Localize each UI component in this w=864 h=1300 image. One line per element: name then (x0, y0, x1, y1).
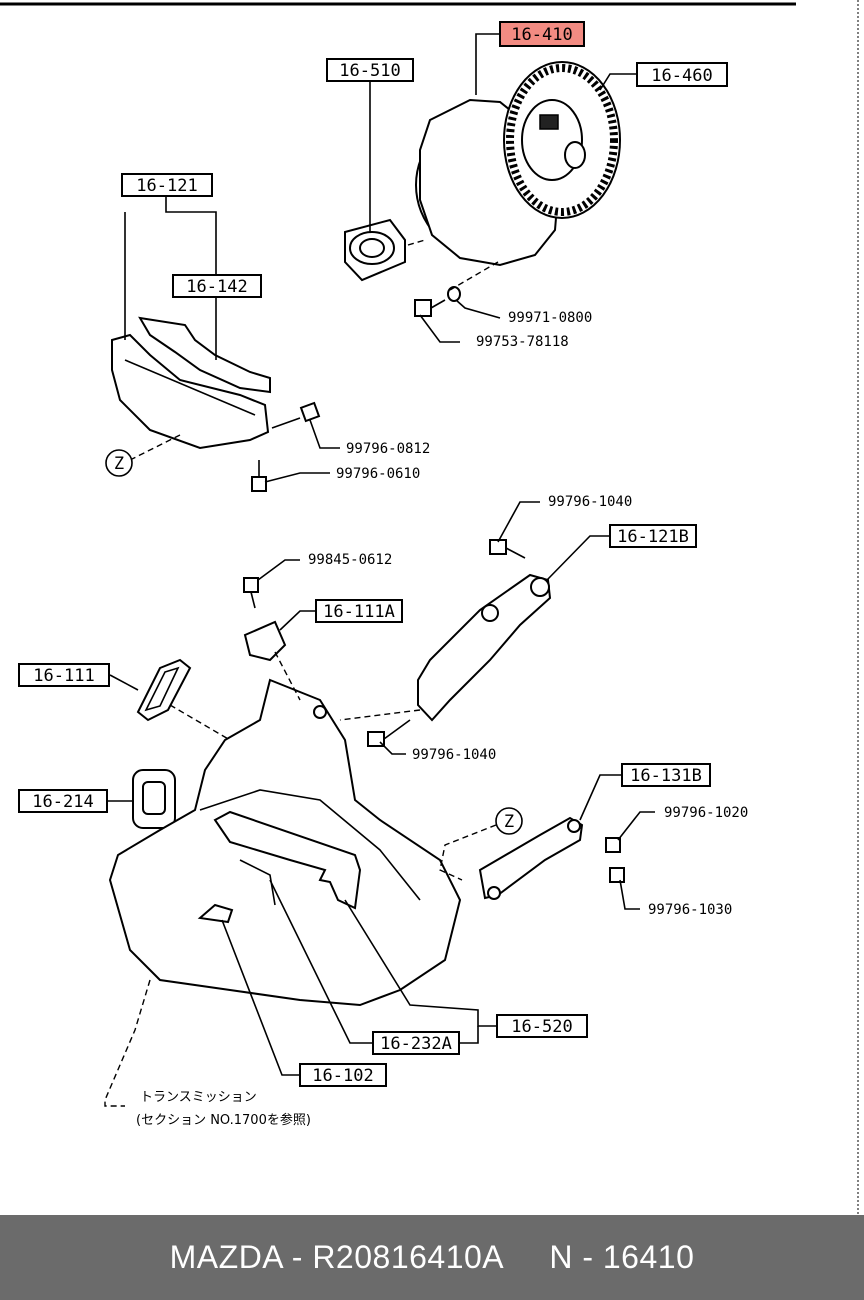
label-16-131b-text: 16-131B (630, 766, 702, 786)
label-16-460-text: 16-460 (651, 66, 712, 86)
pn-99796-1030[interactable]: 99796-1030 (648, 902, 732, 918)
dust-cover-drawing (111, 316, 271, 450)
label-16-232a-text: 16-232A (380, 1034, 452, 1054)
label-16-102[interactable]: 16-102 (299, 1063, 387, 1087)
label-16-520[interactable]: 16-520 (496, 1014, 588, 1038)
label-16-102-text: 16-102 (312, 1066, 373, 1086)
clutch-disc-drawing (503, 61, 621, 219)
label-16-111[interactable]: 16-111 (18, 663, 110, 687)
note-line-1: トランスミッション (140, 1090, 257, 1105)
label-16-510-text: 16-510 (339, 61, 400, 81)
label-16-121b[interactable]: 16-121B (609, 524, 697, 548)
pn-99796-1040-top[interactable]: 99796-1040 (548, 494, 632, 510)
label-16-121[interactable]: 16-121 (121, 173, 213, 197)
label-16-121-text: 16-121 (136, 176, 197, 196)
bracket-121b-drawing (417, 539, 552, 722)
boot-drawing (132, 769, 176, 829)
z-marker-right: Z (495, 807, 523, 835)
pn-99845-0612[interactable]: 99845-0612 (308, 552, 392, 568)
bolt-0812-drawing (271, 401, 321, 429)
label-16-214[interactable]: 16-214 (18, 789, 108, 813)
release-fork-drawing (213, 810, 362, 910)
pn-99753-78118[interactable]: 99753-78118 (476, 334, 569, 350)
release-bearing-drawing (344, 218, 406, 282)
label-16-142-text: 16-142 (186, 277, 247, 297)
label-16-121b-text: 16-121B (617, 527, 689, 547)
label-16-460[interactable]: 16-460 (636, 62, 728, 87)
label-16-214-text: 16-214 (32, 792, 93, 812)
pn-99971-0800[interactable]: 99971-0800 (508, 310, 592, 326)
label-16-111-text: 16-111 (33, 666, 94, 686)
clutch-parts-diagram: Z Z 16-410 16-510 16-460 16-121 16-142 1… (0, 0, 859, 1215)
gasket-drawing (136, 658, 192, 722)
pn-99796-1020[interactable]: 99796-1020 (664, 805, 748, 821)
bracket-131b-drawing (478, 816, 625, 900)
label-16-232a[interactable]: 16-232A (372, 1031, 460, 1055)
label-16-410-text: 16-410 (511, 25, 572, 45)
pn-99796-1040-mid[interactable]: 99796-1040 (412, 747, 496, 763)
leader-lines (108, 33, 655, 1076)
footer-bar: MAZDA - R20816410A N - 16410 (0, 1215, 864, 1300)
pn-99796-0610[interactable]: 99796-0610 (336, 466, 420, 482)
note-line-2: (セクション NO.1700を参照) (136, 1112, 311, 1128)
label-16-520-text: 16-520 (511, 1017, 572, 1037)
label-16-142[interactable]: 16-142 (172, 274, 262, 298)
label-16-131b[interactable]: 16-131B (621, 763, 711, 787)
assembly-dash-lines (104, 239, 499, 1107)
bolt-1040-mid-drawing (367, 719, 411, 747)
cover-bolt-drawing (414, 286, 461, 317)
z-marker-left-text: Z (114, 454, 124, 474)
footer-text: MAZDA - R20816410A N - 16410 (169, 1239, 695, 1275)
z-marker-right-text: Z (504, 812, 514, 832)
z-marker-left: Z (105, 449, 133, 477)
label-16-510[interactable]: 16-510 (326, 58, 414, 82)
bolt-0610-drawing (251, 460, 267, 492)
plate-111a-drawing (243, 577, 287, 662)
label-16-111a[interactable]: 16-111A (315, 599, 403, 623)
label-16-410[interactable]: 16-410 (499, 21, 585, 47)
label-16-111a-text: 16-111A (323, 602, 395, 622)
pn-99796-0812[interactable]: 99796-0812 (346, 441, 430, 457)
